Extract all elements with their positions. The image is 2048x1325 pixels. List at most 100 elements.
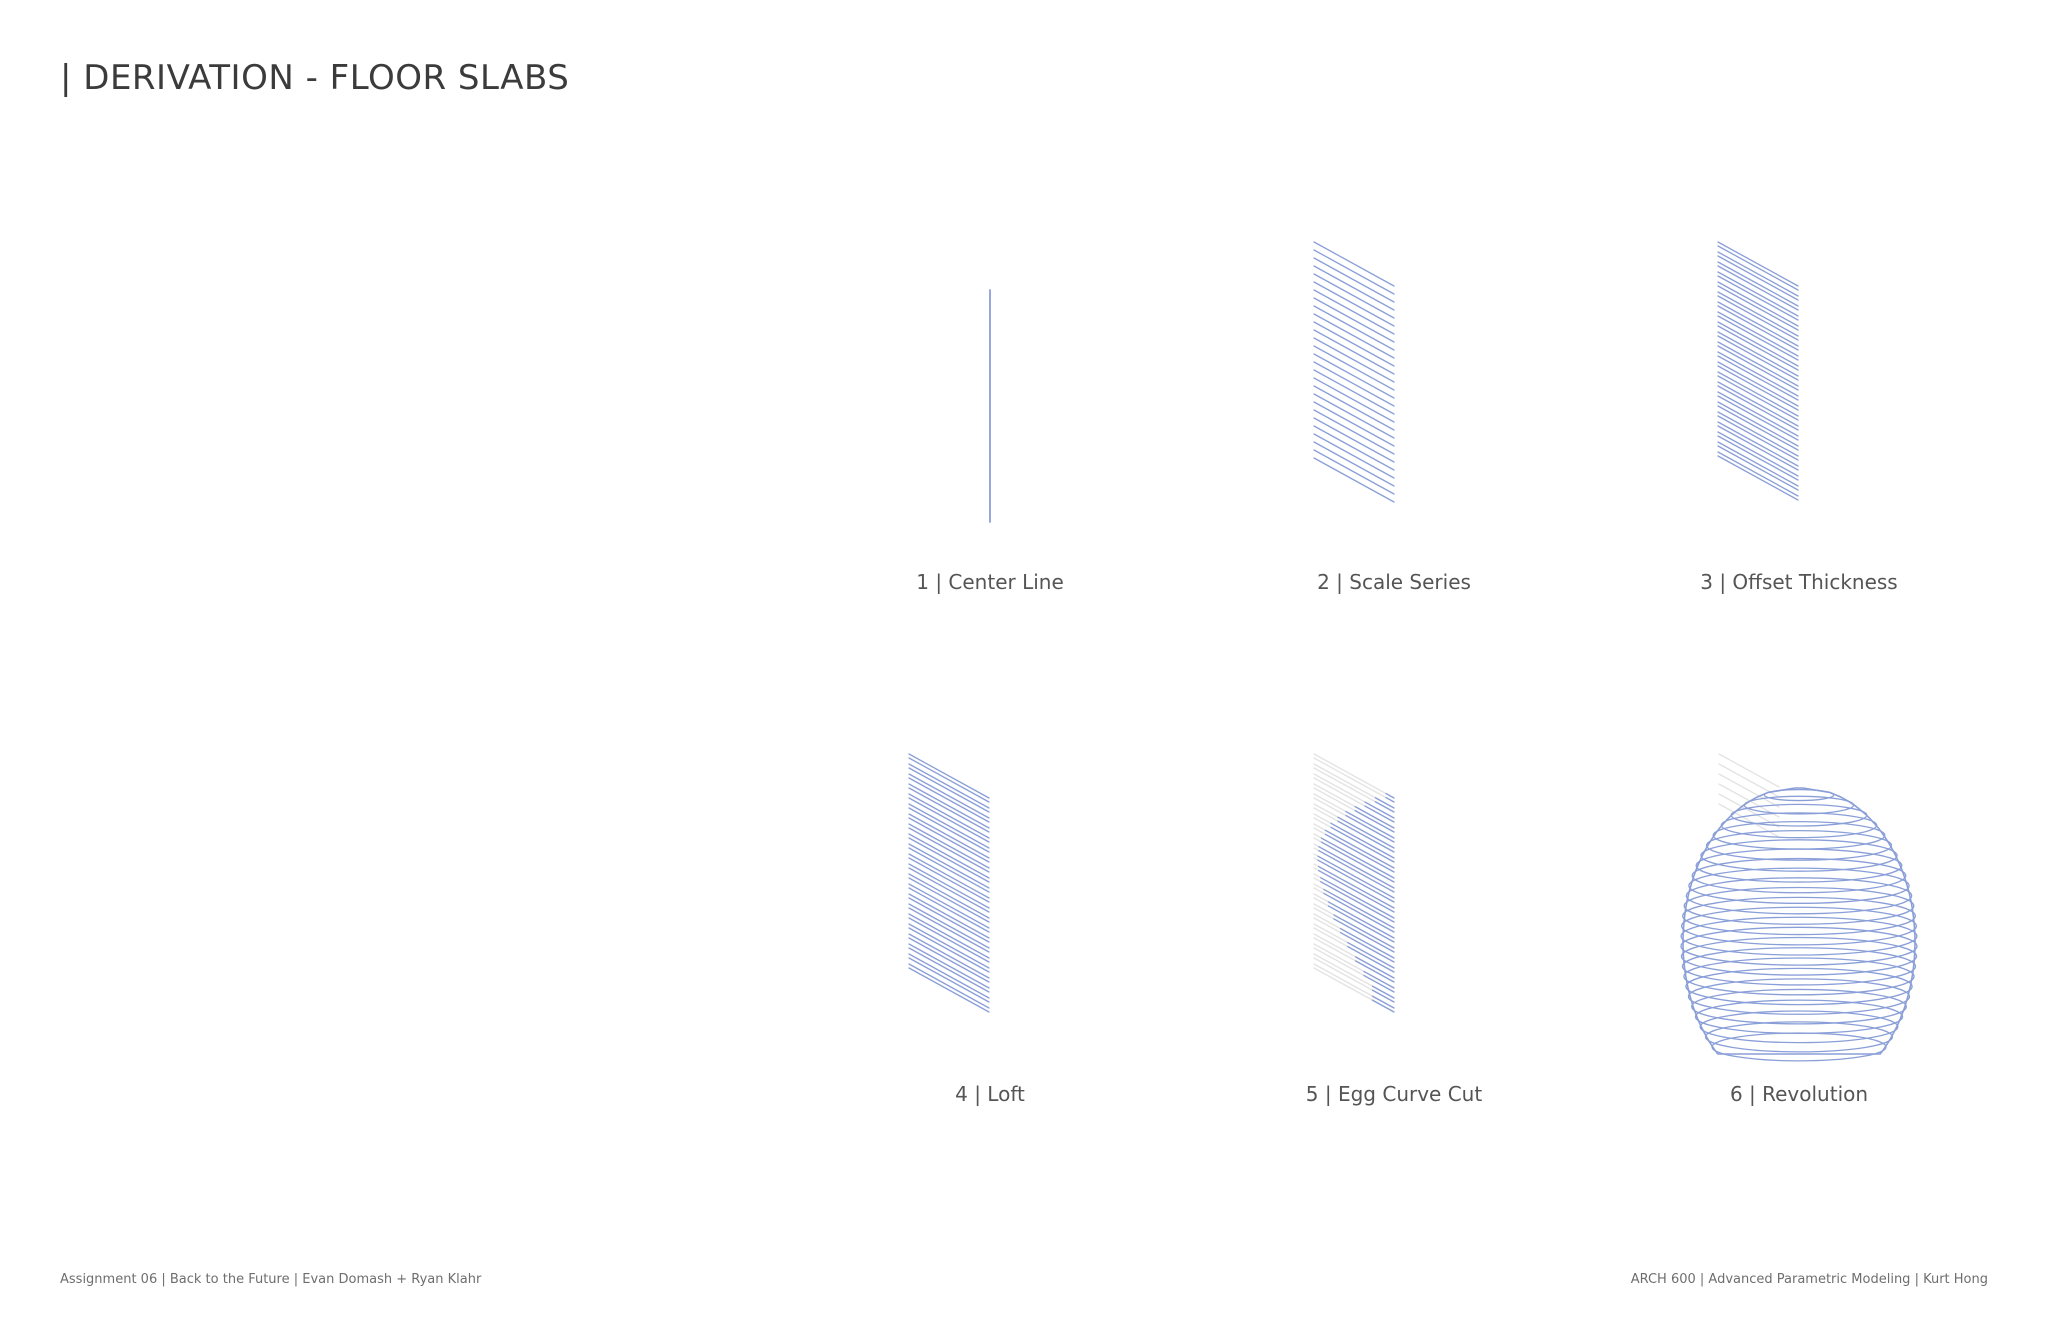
cut-slab-offset-line bbox=[1363, 974, 1395, 993]
ghost-slab-line bbox=[1718, 773, 1780, 808]
slab-line bbox=[1313, 417, 1395, 463]
thick-slab-offset-line bbox=[1717, 395, 1799, 441]
step-3-offset-thickness-drawing bbox=[1717, 241, 1799, 501]
cut-slab-line bbox=[1363, 970, 1395, 989]
lofted-slab-offset-line bbox=[908, 867, 990, 913]
cut-slab-line bbox=[1333, 914, 1395, 949]
lofted-slab-offset-line bbox=[908, 937, 990, 983]
revolution-ring bbox=[1680, 936, 1918, 976]
revolution-ring bbox=[1681, 947, 1917, 986]
slab-line bbox=[1313, 297, 1395, 343]
thick-slab-offset-line bbox=[1717, 315, 1799, 361]
slab-line bbox=[1313, 241, 1395, 287]
cut-slab-offset-line bbox=[1364, 805, 1395, 823]
cut-slab-offset-line bbox=[1337, 820, 1395, 853]
lofted-slab-offset-line bbox=[908, 777, 990, 823]
lofted-slab-line bbox=[908, 943, 990, 989]
thick-slab-line bbox=[1717, 321, 1799, 367]
slab-line bbox=[1313, 441, 1395, 487]
cut-slab-offset-line bbox=[1374, 801, 1395, 813]
lofted-slab-line bbox=[908, 953, 990, 999]
cut-slab-offset-line bbox=[1317, 859, 1395, 903]
lofted-slab-offset-line bbox=[908, 797, 990, 843]
revolution-ring bbox=[1682, 896, 1916, 936]
lofted-slab-offset-line bbox=[908, 917, 990, 963]
revolution-ring bbox=[1704, 1021, 1894, 1053]
slab-line bbox=[1313, 393, 1395, 439]
ghost-slab-line bbox=[1718, 793, 1780, 828]
slab-line bbox=[1313, 345, 1395, 391]
slab-line bbox=[1313, 265, 1395, 311]
slab-line bbox=[1313, 281, 1395, 327]
thick-slab-offset-line bbox=[1717, 355, 1799, 401]
thick-slab-offset-line bbox=[1717, 265, 1799, 311]
thick-slab-offset-line bbox=[1717, 285, 1799, 331]
thick-slab-offset-line bbox=[1717, 295, 1799, 341]
thick-slab-line bbox=[1717, 441, 1799, 487]
step-5-egg-curve-cut-drawing bbox=[1313, 753, 1395, 1013]
thick-slab-offset-line bbox=[1717, 335, 1799, 381]
cut-slab-line bbox=[1347, 941, 1395, 969]
thick-slab-offset-line bbox=[1717, 365, 1799, 411]
thick-slab-offset-line bbox=[1717, 245, 1799, 291]
slab-line bbox=[1313, 361, 1395, 407]
ghost-slab-offset-line bbox=[1313, 757, 1395, 803]
ghost-slab-line bbox=[1718, 753, 1780, 788]
slab-line bbox=[1313, 249, 1395, 295]
thick-slab-line bbox=[1717, 351, 1799, 397]
lofted-slab-line bbox=[908, 803, 990, 849]
slab-line bbox=[1313, 401, 1395, 447]
cut-slab-line bbox=[1320, 877, 1395, 919]
lofted-slab-line bbox=[908, 933, 990, 979]
thick-slab-line bbox=[1717, 291, 1799, 337]
egg-silhouette bbox=[1682, 787, 1916, 1055]
lofted-slab-line bbox=[908, 823, 990, 869]
cut-slab-line bbox=[1364, 801, 1395, 819]
revolution-ring bbox=[1695, 848, 1903, 883]
thick-slab-offset-line bbox=[1717, 325, 1799, 371]
slab-line bbox=[1313, 313, 1395, 359]
lofted-slab-offset-line bbox=[908, 877, 990, 923]
cut-slab-line bbox=[1317, 855, 1395, 899]
slab-line bbox=[1313, 457, 1395, 503]
cut-slab-offset-line bbox=[1347, 945, 1395, 973]
thick-slab-line bbox=[1717, 381, 1799, 427]
thick-slab-offset-line bbox=[1717, 345, 1799, 391]
lofted-slab-line bbox=[908, 793, 990, 839]
step-label-revolution: 6 | Revolution bbox=[1729, 1082, 1869, 1106]
thick-slab-offset-line bbox=[1717, 255, 1799, 301]
lofted-slab-line bbox=[908, 753, 990, 799]
cut-slab-line bbox=[1320, 837, 1395, 879]
cut-slab-offset-line bbox=[1320, 841, 1395, 883]
slab-line bbox=[1313, 353, 1395, 399]
revolution-ring bbox=[1699, 1010, 1899, 1044]
step-label-loft: 4 | Loft bbox=[955, 1082, 1025, 1106]
cut-slab-offset-line bbox=[1330, 826, 1395, 863]
lofted-slab-offset-line bbox=[908, 767, 990, 813]
thick-slab-offset-line bbox=[1717, 445, 1799, 491]
revolution-ring bbox=[1691, 988, 1907, 1025]
cut-slab-offset-line bbox=[1327, 905, 1395, 943]
lofted-slab-line bbox=[908, 833, 990, 879]
step-4-loft-drawing bbox=[908, 753, 990, 1013]
thick-slab-line bbox=[1717, 261, 1799, 307]
lofted-slab-offset-line bbox=[908, 947, 990, 993]
cut-slab-line bbox=[1330, 822, 1395, 859]
slab-line bbox=[1313, 385, 1395, 431]
lofted-slab-line bbox=[908, 763, 990, 809]
revolution-ring bbox=[1680, 916, 1918, 956]
cut-slab-line bbox=[1337, 816, 1395, 849]
step-6-revolution-drawing bbox=[1680, 753, 1918, 1062]
lofted-slab-line bbox=[908, 963, 990, 1009]
footer-right-course: ARCH 600 | Advanced Parametric Modeling … bbox=[1630, 1272, 1988, 1287]
slab-line bbox=[1313, 305, 1395, 351]
cut-slab-offset-line bbox=[1320, 881, 1395, 923]
cut-slab-line bbox=[1327, 901, 1395, 939]
revolution-ring bbox=[1743, 795, 1855, 815]
revolution-ring bbox=[1700, 839, 1898, 872]
cut-slab-offset-line bbox=[1371, 989, 1395, 1003]
step-2-scale-series-drawing bbox=[1313, 241, 1395, 503]
cut-slab-line bbox=[1354, 956, 1395, 979]
slab-line bbox=[1313, 321, 1395, 367]
cut-slab-line bbox=[1318, 865, 1395, 909]
